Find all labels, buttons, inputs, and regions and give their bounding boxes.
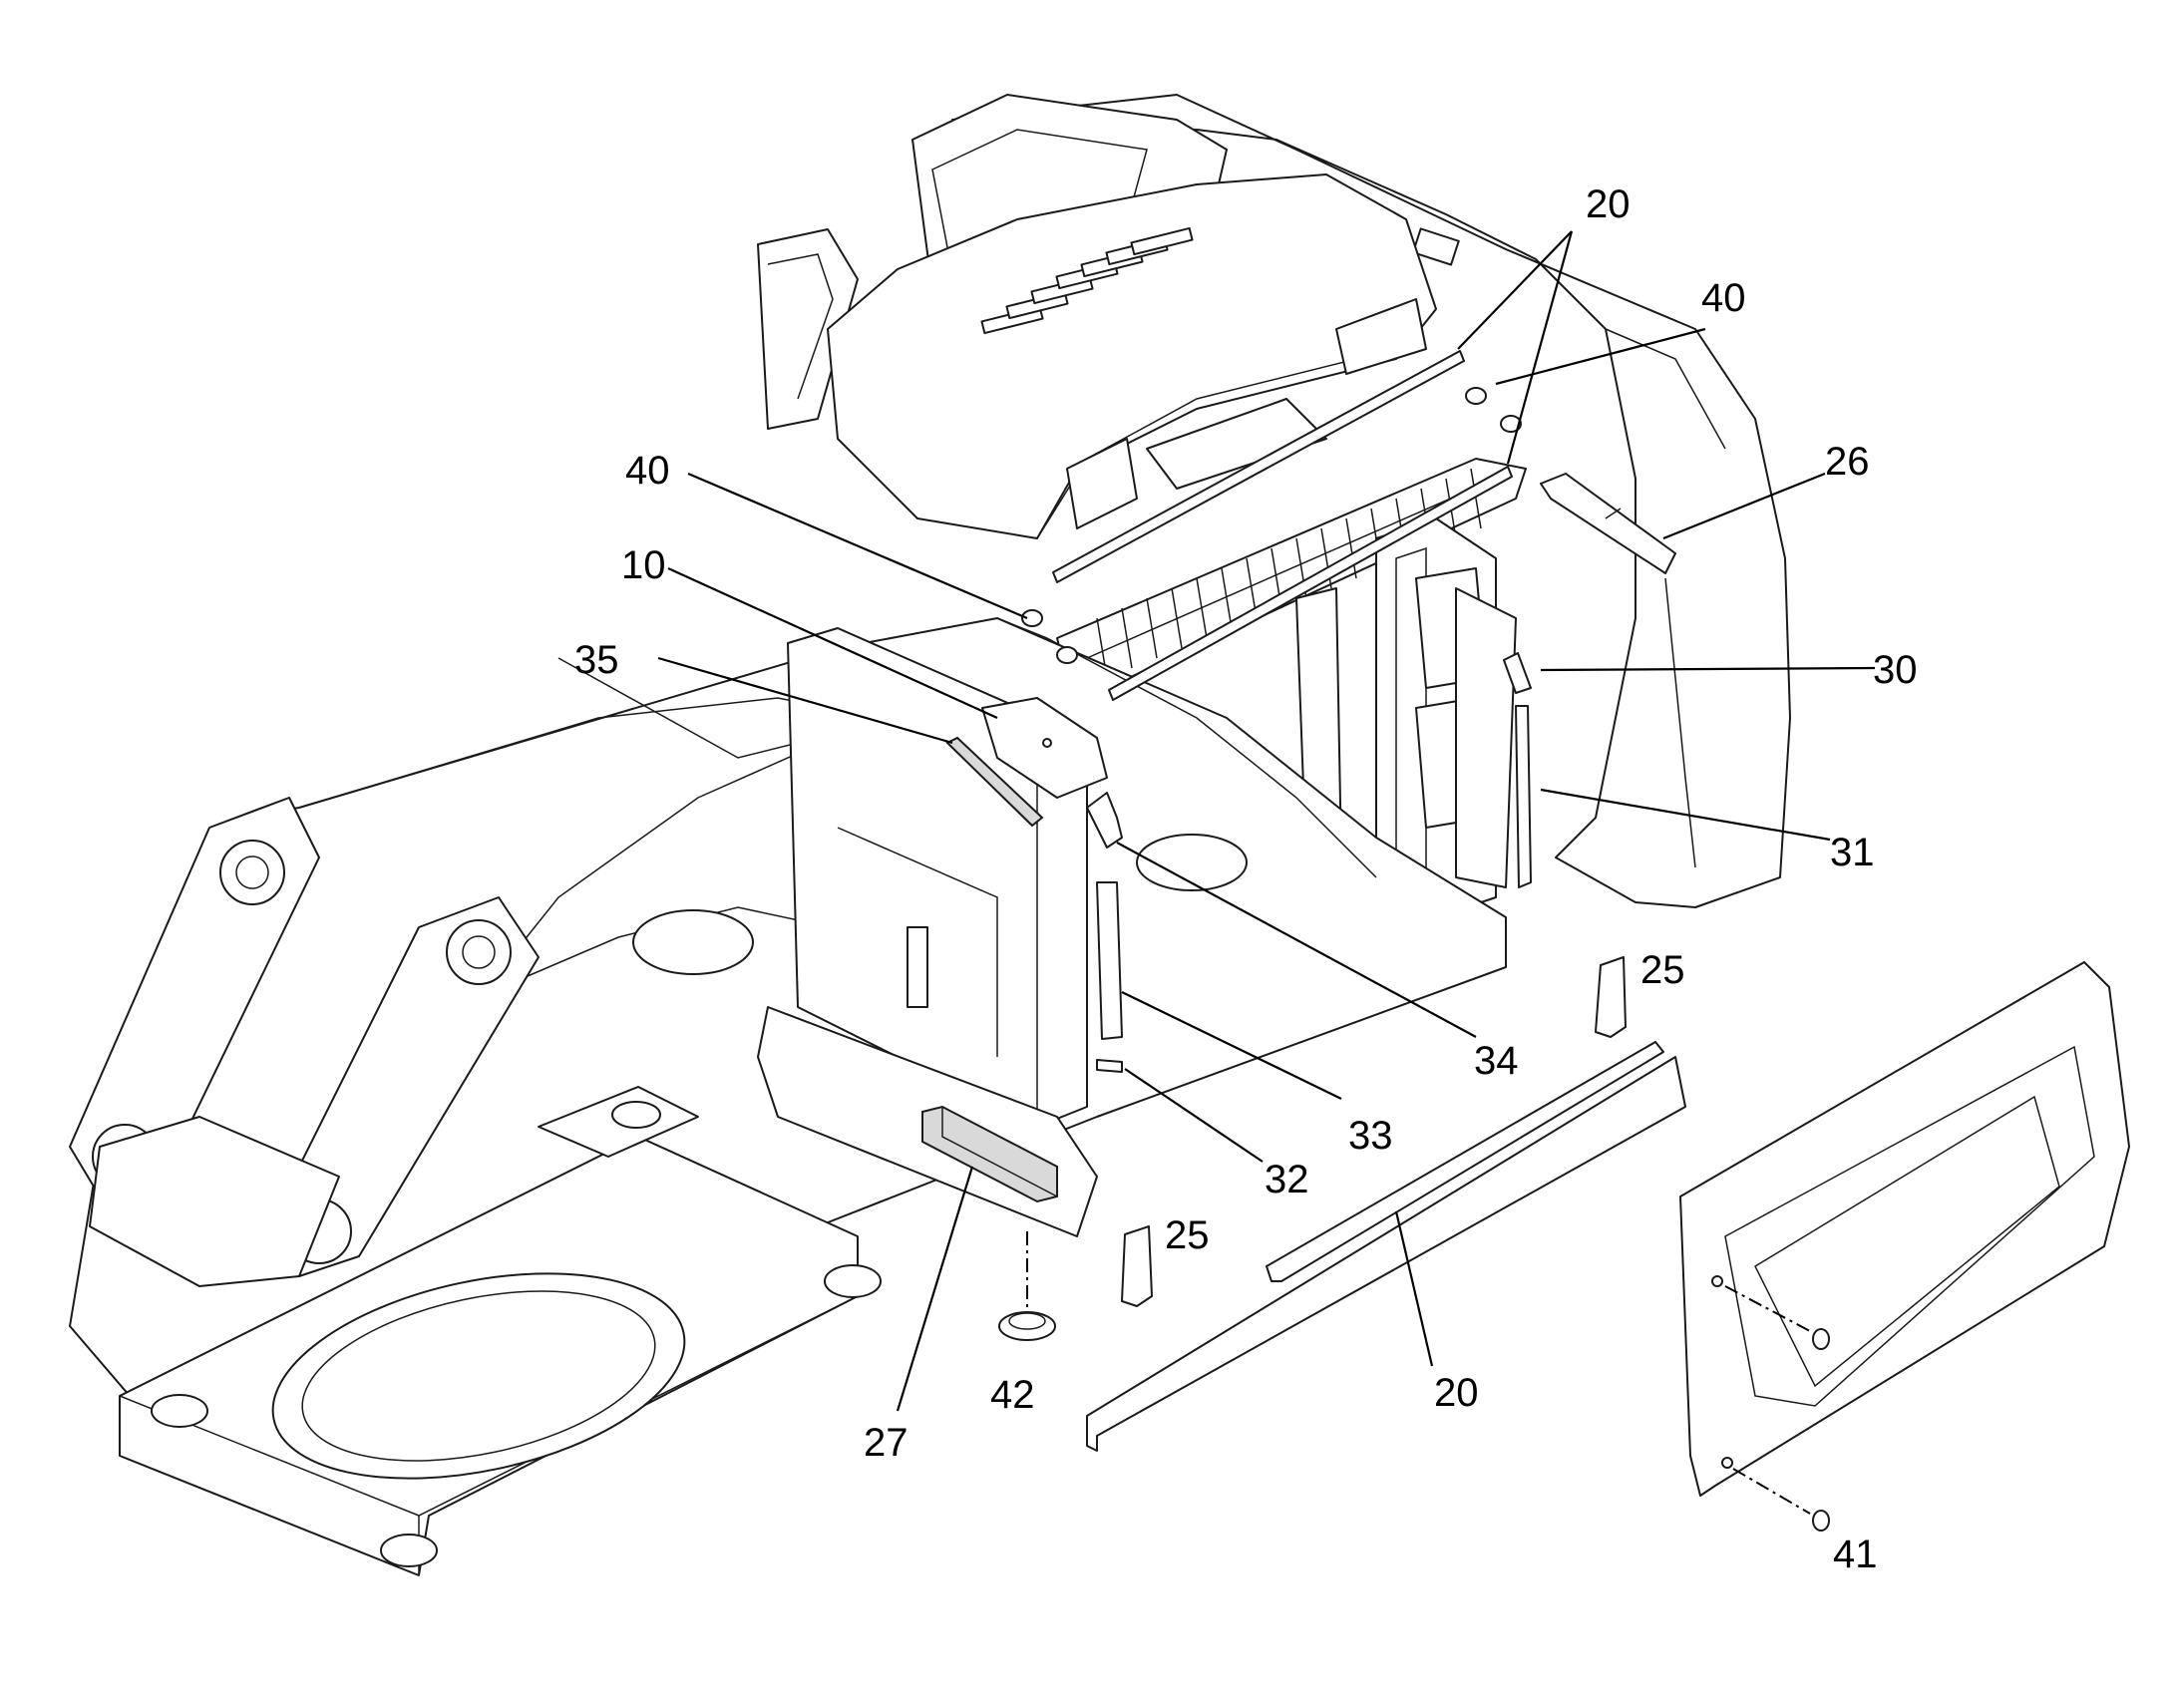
boom-brackets (69, 797, 540, 1287)
callout-41: 41 (1833, 1533, 1878, 1576)
part-40-grommets (1021, 387, 1522, 664)
callout-26: 26 (1825, 440, 1870, 484)
side-skirt (1086, 1056, 1686, 1452)
part-33-strip (1096, 881, 1123, 1040)
callout-40-right: 40 (1701, 276, 1746, 320)
part-35-seal (945, 736, 1044, 828)
callout-25-upper: 25 (1640, 948, 1685, 992)
part-20-seal-upper (1052, 350, 1513, 701)
part-20-seal-lower (1266, 1041, 1664, 1282)
callout-42: 42 (990, 1373, 1035, 1417)
callout-35: 35 (574, 638, 619, 682)
leader-lines (657, 230, 1876, 1412)
callout-25-lower: 25 (1165, 1213, 1210, 1257)
callout-32: 32 (1265, 1158, 1309, 1201)
part-31-strip (1515, 705, 1532, 888)
callout-10: 10 (621, 543, 666, 587)
engine-hood (827, 173, 1437, 539)
part-30-seal (1503, 652, 1532, 694)
callout-27: 27 (864, 1421, 908, 1465)
part-34-seal (1086, 792, 1123, 849)
callout-40-left: 40 (625, 449, 670, 493)
part-27-bar (921, 1105, 1058, 1203)
part-42-grommet (998, 1231, 1056, 1341)
callout-33: 33 (1348, 1114, 1393, 1158)
hood-louvres (980, 226, 1194, 335)
counterweight (951, 94, 1791, 908)
part-25-cover-lower (1121, 1225, 1153, 1307)
part-10-bracket (981, 697, 1108, 799)
side-door (1679, 961, 2130, 1497)
callout-20-upper: 20 (1586, 182, 1631, 226)
part-26-block (1540, 473, 1676, 574)
lower-base-frame (119, 1086, 882, 1576)
callout-20-lower: 20 (1434, 1371, 1479, 1415)
part-25-cover-upper (1595, 956, 1627, 1038)
callout-31: 31 (1830, 831, 1875, 874)
callout-labels: 20 40 26 40 10 35 30 31 25 34 33 32 25 2… (574, 182, 1918, 1576)
callout-34: 34 (1474, 1039, 1519, 1083)
part-32-pad (1096, 1059, 1123, 1073)
part-41-nuts (1724, 1285, 1830, 1532)
callout-30: 30 (1873, 648, 1918, 692)
